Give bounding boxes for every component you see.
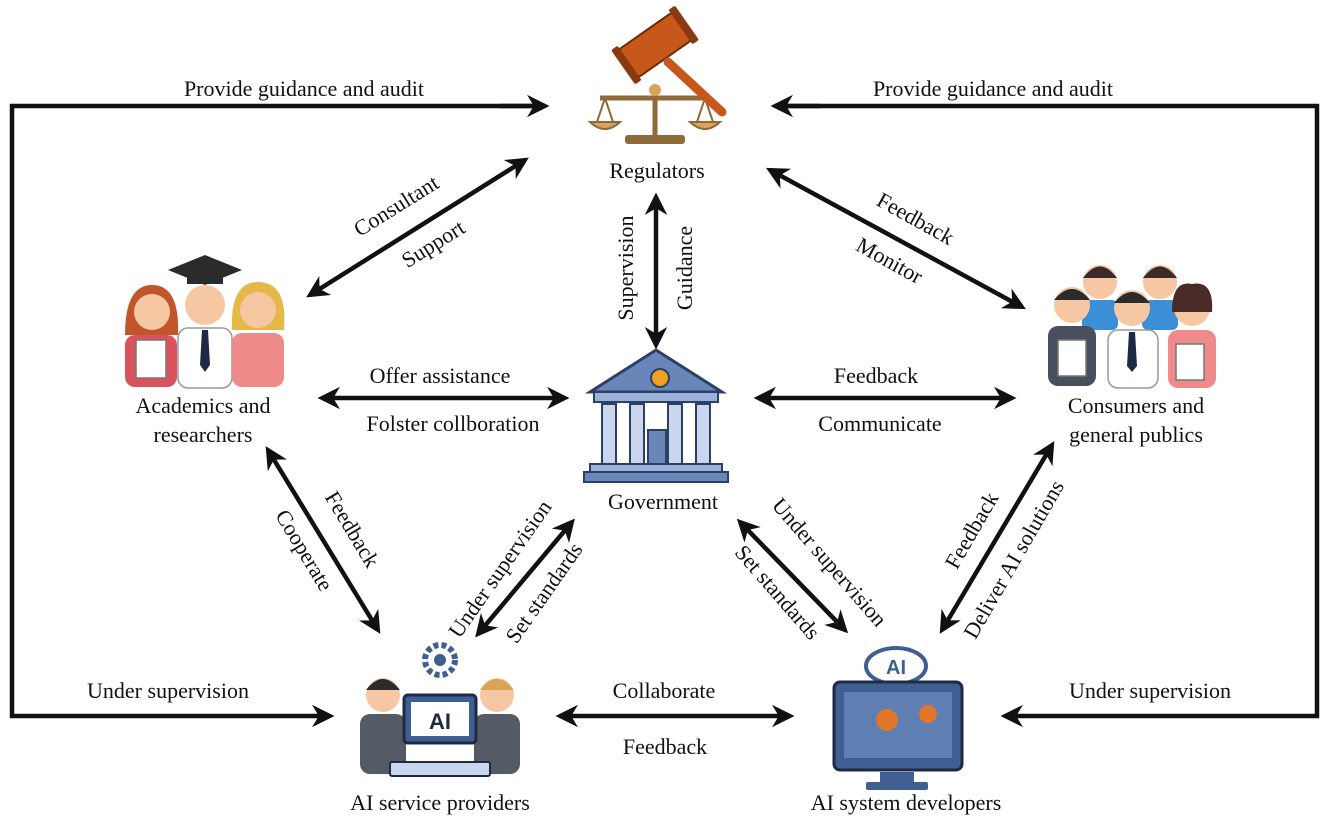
edge-label-communicate: Communicate [818,411,941,436]
academics-label-line2: researchers [154,422,253,447]
edge-label-supervision: Supervision [613,215,638,320]
arrow-academics-providers [265,446,381,634]
providers-label: AI service providers [350,790,530,815]
edge-label-monitor: Monitor [852,232,928,289]
government-label: Government [608,489,718,514]
edge-label-support: Support [397,215,469,273]
academics-people-icon [125,255,285,389]
edge-label-feedback-government-consumers: Feedback [834,363,918,388]
arrow-government-developers [736,518,849,634]
consumers-people-icon [1048,265,1216,389]
edge-label-guidance: Guidance [672,226,697,310]
arrow-government-providers [475,518,575,638]
consumers-label-line1: Consumers and [1068,393,1204,418]
edge-label-guidance-right: Provide guidance and audit [873,76,1113,101]
ai-service-providers-icon: AI [360,642,520,777]
edge-label-feedback-regulators-consumers: Feedback [873,187,959,250]
right-frame-line [775,103,1320,728]
left-frame-line [9,103,545,728]
arrow-consumers-developers [939,441,1055,634]
edge-label-feedback-consumers-developers: Feedback [940,487,1004,573]
edge-label-under-supervision-right: Under supervision [1069,678,1231,703]
edge-label-offer-assistance: Offer assistance [370,363,511,388]
edge-label-guidance-left: Provide guidance and audit [184,76,424,101]
edge-label-under-supervision-left: Under supervision [87,678,249,703]
edge-label-collaborate: Collaborate [613,678,716,703]
developers-label: AI system developers [811,790,1002,815]
academics-label-line1: Academics and [136,393,271,418]
ai-system-developers-icon: AI [832,646,964,790]
edge-label-feedback-providers-developers: Feedback [623,734,707,759]
arrow-regulators-consumers [766,167,1026,310]
gavel-scales-icon [587,6,727,144]
arrow-regulators-academics [306,157,529,298]
edge-label-feedback-academics-providers: Feedback [320,487,385,572]
regulators-label: Regulators [609,158,704,183]
ai-badge-provider: AI [429,709,451,734]
ai-badge-developer: AI [886,657,906,679]
edge-label-folster: Folster collboration [367,411,540,436]
government-building-icon [583,348,729,483]
consumers-label-line2: general publics [1069,422,1203,447]
